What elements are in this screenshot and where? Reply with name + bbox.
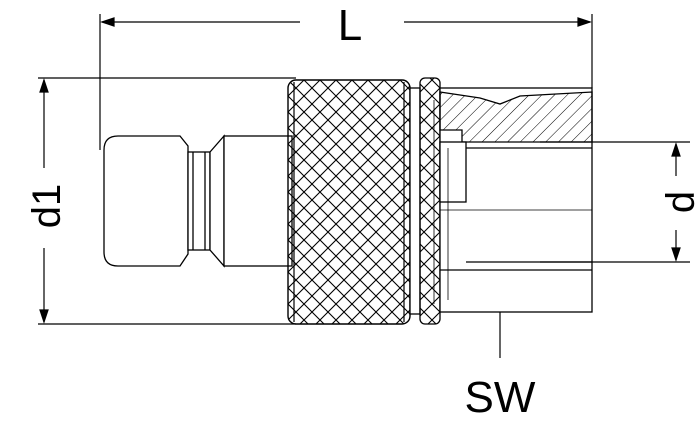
plug-neck	[187, 151, 211, 251]
dimension-l	[99, 14, 593, 150]
knurled-sleeve	[287, 79, 411, 325]
plug-nipple	[103, 134, 293, 268]
arrowhead-l-left	[100, 17, 115, 27]
dimension-d	[540, 141, 690, 263]
dimension-d1	[38, 77, 296, 325]
coupling-body	[433, 87, 593, 313]
body-hatched-section	[439, 91, 593, 143]
dimension-label-d: d	[659, 191, 700, 213]
dimension-label-l: L	[338, 1, 362, 50]
arrowhead-l-right	[577, 17, 592, 27]
arrowhead-d1-top	[39, 78, 49, 93]
dimension-label-d1: d1	[25, 184, 69, 229]
retaining-ring	[409, 77, 441, 325]
arrowhead-d-bottom	[671, 247, 681, 262]
plug-head	[103, 135, 189, 267]
knurled-sleeve-body	[287, 79, 411, 325]
plug-shank	[223, 135, 293, 267]
body-inner-collar	[439, 141, 467, 203]
arrowhead-d1-bottom	[39, 309, 49, 324]
dimension-label-sw: SW	[465, 373, 536, 422]
ring-spacer	[409, 87, 421, 315]
arrowhead-d-top	[671, 142, 681, 157]
plug-taper	[209, 134, 225, 268]
ring-knurled	[419, 77, 441, 325]
